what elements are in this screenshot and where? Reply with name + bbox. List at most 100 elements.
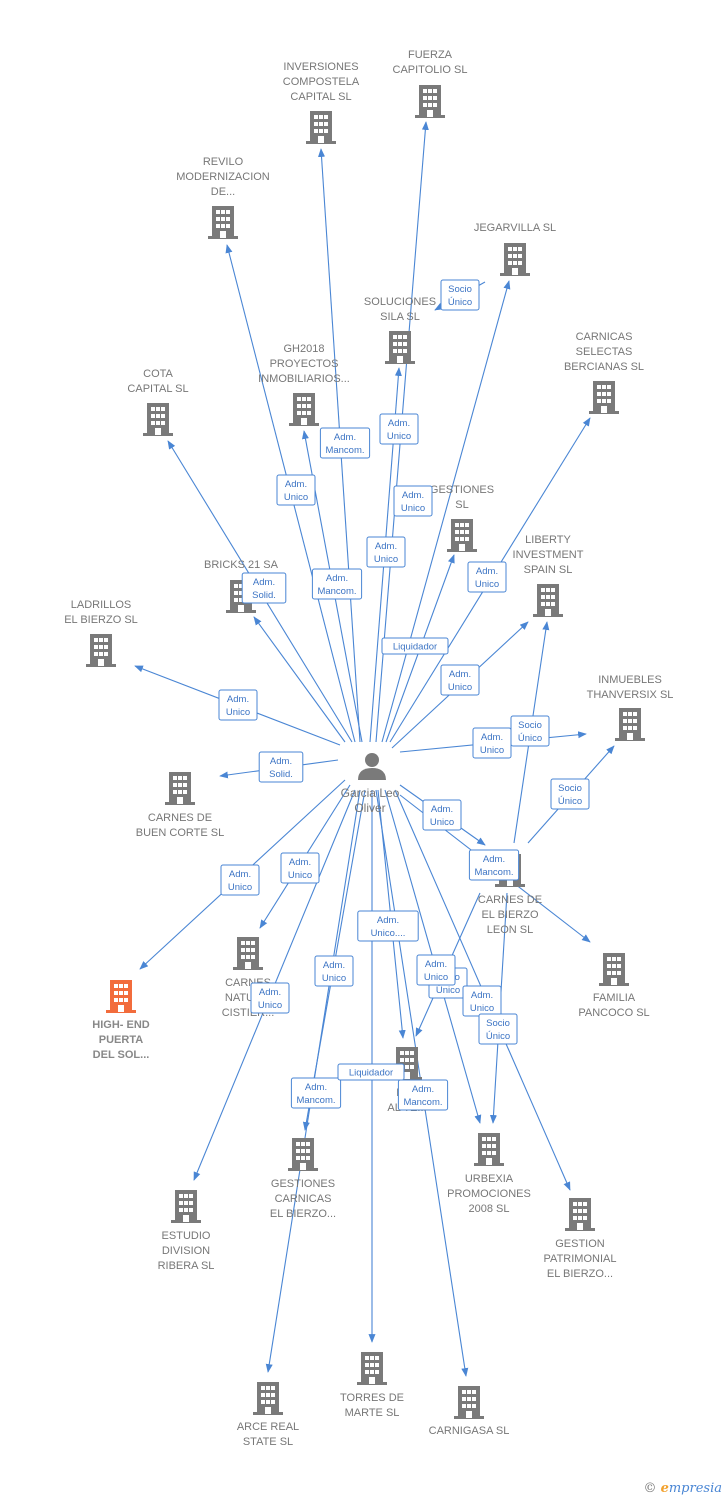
edge-role-label[interactable]: Adm.Unico: [472, 727, 512, 759]
company-label-line: INVERSIONES: [283, 61, 358, 73]
edge-role-label[interactable]: Adm.Unico: [250, 982, 290, 1014]
edge-role-label[interactable]: Adm.Solid.: [258, 751, 304, 783]
edge-role-label[interactable]: Adm.Mancom.: [290, 1077, 342, 1109]
edge-role-label[interactable]: Adm.Unico: [462, 985, 502, 1017]
edge-role-text: Unico: [374, 554, 398, 565]
company-label-line: CARNES DE: [148, 812, 212, 824]
edge-role-text: Unico: [424, 972, 448, 983]
building-icon: [565, 1198, 595, 1231]
edge-role-text: Adm.: [449, 669, 471, 680]
edge-role-label[interactable]: Adm.Unico: [366, 536, 406, 568]
copyright-symbol: ©: [643, 1481, 657, 1496]
company-node-carnigasa[interactable]: CARNIGASA SL: [429, 1386, 510, 1437]
edge-role-text: Único: [448, 297, 472, 308]
edge-role-box: [290, 1077, 342, 1109]
edge-role-box: [440, 279, 480, 311]
edge-role-box: [478, 1013, 518, 1045]
edge-role-text: Mancom.: [325, 445, 364, 456]
company-label-line: PROMOCIONES: [447, 1188, 531, 1200]
edge-to-jegarvilla: [381, 280, 511, 743]
building-icon: [500, 243, 530, 276]
company-node-revilo[interactable]: REVILOMODERNIZACIONDE...: [176, 156, 270, 239]
company-label-line: GESTION: [555, 1238, 605, 1250]
center-person-node[interactable]: Garcia Leo Oliver: [341, 753, 400, 815]
building-icon: [143, 403, 173, 436]
edge-role-label[interactable]: Liquidador: [381, 637, 449, 655]
company-label-line: EL BIERZO: [481, 909, 538, 921]
edge-role-text: Unico: [430, 817, 454, 828]
edge-role-label[interactable]: Adm. Unico: [440, 664, 480, 696]
edge-role-label[interactable]: Adm.Mancom.: [319, 427, 371, 459]
company-label-line: PUERTA: [99, 1034, 143, 1046]
edge-role-label[interactable]: Adm.Unico: [276, 474, 316, 506]
company-label-line: ARCE REAL: [237, 1421, 299, 1433]
edge-role-label[interactable]: Adm.Unico: [218, 689, 258, 721]
company-label-line: INVESTMENT: [513, 549, 584, 561]
company-label-line: GESTIONES: [430, 484, 494, 496]
edge-role-label[interactable]: Adm.Unico: [280, 852, 320, 884]
empresia-logo[interactable]: empresia: [660, 1481, 722, 1496]
edge-role-label[interactable]: Adm.Unico: [416, 954, 456, 986]
edge-role-text: Adm.: [412, 1084, 434, 1095]
edge-role-box: [393, 485, 433, 517]
edge-role-text: Socio: [486, 1018, 510, 1029]
company-label-line: THANVERSIX SL: [587, 689, 674, 701]
company-node-gh2018[interactable]: GH2018PROYECTOSINMOBILIARIOS...: [258, 343, 350, 426]
company-label-line: URBEXIA: [465, 1173, 514, 1185]
edge-role-text: Adm.: [229, 869, 251, 880]
edge-role-box: [218, 689, 258, 721]
company-node-bricks[interactable]: BRICKS 21 SA: [204, 559, 279, 613]
edge-role-label[interactable]: Adm.Unico: [393, 485, 433, 517]
edge-role-label[interactable]: Adm.Unico: [467, 561, 507, 593]
edge-role-label[interactable]: Adm.Mancom.: [468, 849, 520, 881]
edge-role-box: [467, 561, 507, 593]
edge-role-text: Unico: [226, 707, 250, 718]
company-node-jegarvilla[interactable]: JEGARVILLA SL: [474, 222, 556, 276]
edge-role-label[interactable]: Adm. Mancom.: [311, 568, 363, 600]
building-icon: [357, 1352, 387, 1385]
edge-role-label[interactable]: Adm.Unico: [314, 955, 354, 987]
edge-role-text: Adm.: [326, 573, 348, 584]
edge-role-text: Unico....: [371, 928, 406, 939]
center-name-line-2: Oliver: [354, 801, 385, 815]
edge-role-text: Unico: [288, 870, 312, 881]
edge-role-label[interactable]: Adm.Solid.: [241, 572, 287, 604]
edge-role-label[interactable]: Adm.Unico....: [357, 910, 419, 942]
edge-role-box: [381, 637, 449, 655]
edge-role-text: Mancom.: [317, 586, 356, 597]
edge-role-label[interactable]: Adm.Mancom.: [397, 1079, 449, 1111]
edge-role-label[interactable]: Adm.Unico: [220, 864, 260, 896]
company-label-line: PANCOCO SL: [578, 1007, 649, 1019]
edge-role-label[interactable]: Adm.Unico: [422, 799, 462, 831]
edge-role-label[interactable]: Adm.Unico: [379, 413, 419, 445]
edge-role-label[interactable]: Liquidador: [337, 1063, 405, 1081]
edge-role-text: Unico: [448, 682, 472, 693]
edge-role-text: Adm.: [402, 490, 424, 501]
edges-layer: [134, 121, 615, 1377]
building-icon: [165, 772, 195, 805]
company-label-line: JEGARVILLA SL: [474, 222, 556, 234]
